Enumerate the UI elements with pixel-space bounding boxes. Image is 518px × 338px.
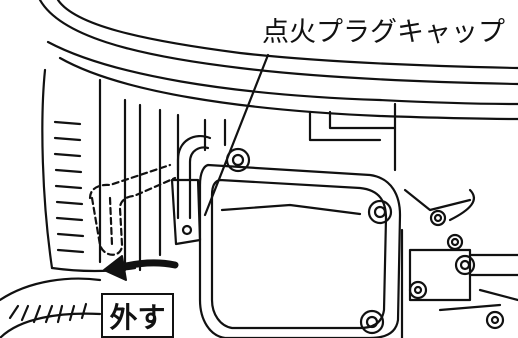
starter-housing (0, 277, 102, 338)
removed-cap-outline (88, 163, 177, 256)
spark-plug-cap (170, 134, 212, 246)
callout-leader-line (203, 53, 270, 217)
cover-bolts (225, 147, 393, 335)
removal-arrow (103, 255, 179, 281)
spark-plug-cap-label: 点火プラグキャップ (262, 17, 505, 48)
frame-brackets (123, 98, 397, 272)
engine-top-cover (38, 0, 518, 121)
cooling-fins (41, 68, 137, 273)
head-cover (198, 163, 402, 338)
carburetor (400, 188, 518, 338)
remove-instruction-text: 外す (109, 300, 166, 334)
remove-instruction-box: 外す (101, 293, 174, 338)
